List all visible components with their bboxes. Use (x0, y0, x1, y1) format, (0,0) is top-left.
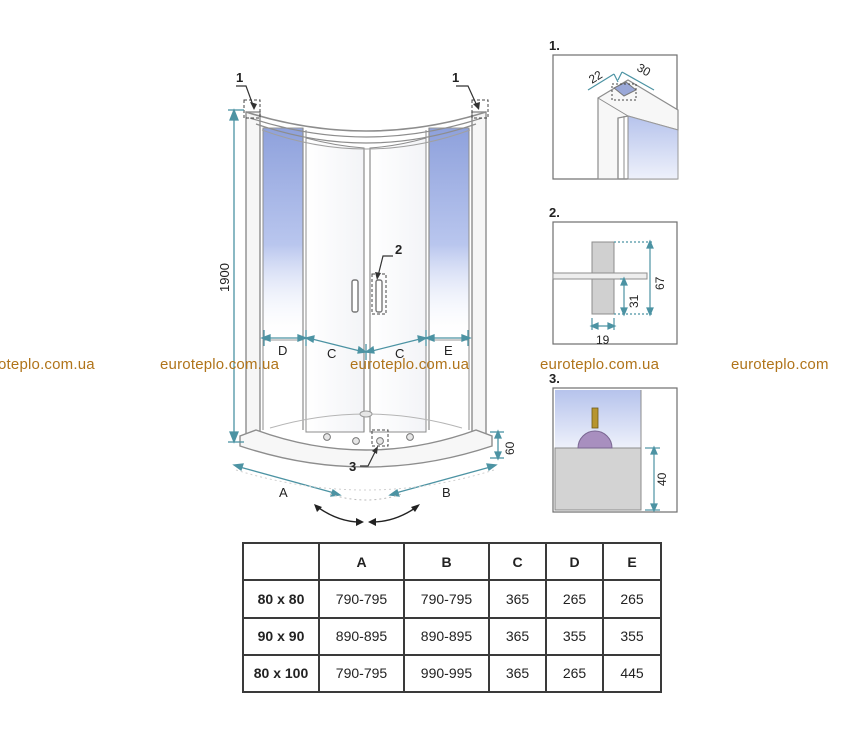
watermark: euroteplo.com.ua (540, 356, 660, 373)
dim-d-label: D (278, 343, 287, 358)
table-cell: 265 (602, 579, 662, 619)
roller-stem-icon (591, 407, 599, 429)
detail-2-dim-total: 67 (653, 276, 667, 290)
table-header-cell: D (545, 541, 604, 582)
dim-a-label: A (279, 485, 288, 500)
table-row: 80 x 100 790-795 990-995 365 265 445 (242, 653, 662, 694)
detail-1-frame-profile: 1. 22 30 (549, 38, 679, 180)
detail-2-dim-lower: 31 (627, 294, 641, 308)
dimensions-table: A B C D E 80 x 80 790-795 790-795 365 26… (242, 541, 662, 694)
right-post (471, 111, 487, 441)
table-cell: 365 (488, 616, 547, 656)
detail-3-roller-profile: 3. 40 (549, 371, 678, 513)
table-cell: 445 (602, 653, 662, 694)
right-fixed-glass (428, 127, 470, 341)
dim-c-right-label: C (395, 346, 404, 361)
right-sliding-door (369, 137, 427, 433)
table-row: 90 x 90 890-895 890-895 365 355 355 (242, 616, 662, 656)
shower-main-view: 1 1 2 3 1900 60 (217, 70, 517, 526)
watermark: euroteplo.com.ua (350, 356, 470, 373)
table-row-header: 90 x 90 (242, 616, 320, 656)
door-swing-arrows-icon (314, 504, 420, 526)
detail-1-title: 1. (549, 38, 560, 53)
left-fixed-glass (262, 127, 304, 341)
height-label: 1900 (217, 263, 232, 292)
detail-2-handle-profile: 2. 67 31 19 (549, 205, 678, 347)
table-header-cell: A (318, 541, 405, 582)
left-post (245, 111, 261, 441)
table-cell: 365 (488, 653, 547, 694)
table-cell: 265 (545, 579, 604, 619)
dim-b-label: B (442, 485, 451, 500)
dim-c-left-label: C (327, 346, 336, 361)
tray-height-label: 60 (503, 441, 517, 455)
table-header-cell: E (602, 541, 662, 582)
table-header-cell (242, 541, 320, 582)
table-cell: 355 (545, 616, 604, 656)
table-header-row: A B C D E (242, 541, 662, 582)
callout-1-left: 1 (236, 70, 243, 85)
watermark: euroteplo.com.ua (160, 356, 280, 373)
watermark: oteplo.com.ua (0, 356, 95, 373)
callout-3: 3 (349, 459, 356, 474)
right-handle (375, 279, 383, 313)
table-row-header: 80 x 100 (242, 653, 320, 694)
table-row: 80 x 80 790-795 790-795 365 265 265 (242, 579, 662, 619)
table-cell: 790-795 (403, 579, 490, 619)
detail-3-dim-height: 40 (655, 472, 669, 486)
table-header-cell: B (403, 541, 490, 582)
table-cell: 365 (488, 579, 547, 619)
table-cell: 790-795 (318, 653, 405, 694)
table-cell: 890-895 (318, 616, 405, 656)
dim-e-label: E (444, 343, 453, 358)
watermark: euroteplo.com (731, 356, 829, 373)
callout-2: 2 (395, 242, 402, 257)
detail-2-title: 2. (549, 205, 560, 220)
shower-tray (239, 429, 493, 468)
table-cell: 990-995 (403, 653, 490, 694)
detail-1-dim-b: 30 (635, 60, 654, 79)
left-handle (351, 279, 359, 313)
table-header-cell: C (488, 541, 547, 582)
table-cell: 265 (545, 653, 604, 694)
table-cell: 355 (602, 616, 662, 656)
detail-2-dim-width: 19 (596, 333, 610, 347)
table-cell: 890-895 (403, 616, 490, 656)
table-cell: 790-795 (318, 579, 405, 619)
callout-1-right: 1 (452, 70, 459, 85)
table-row-header: 80 x 80 (242, 579, 320, 619)
detail-3-title: 3. (549, 371, 560, 386)
roller-knob-icon (577, 430, 613, 449)
